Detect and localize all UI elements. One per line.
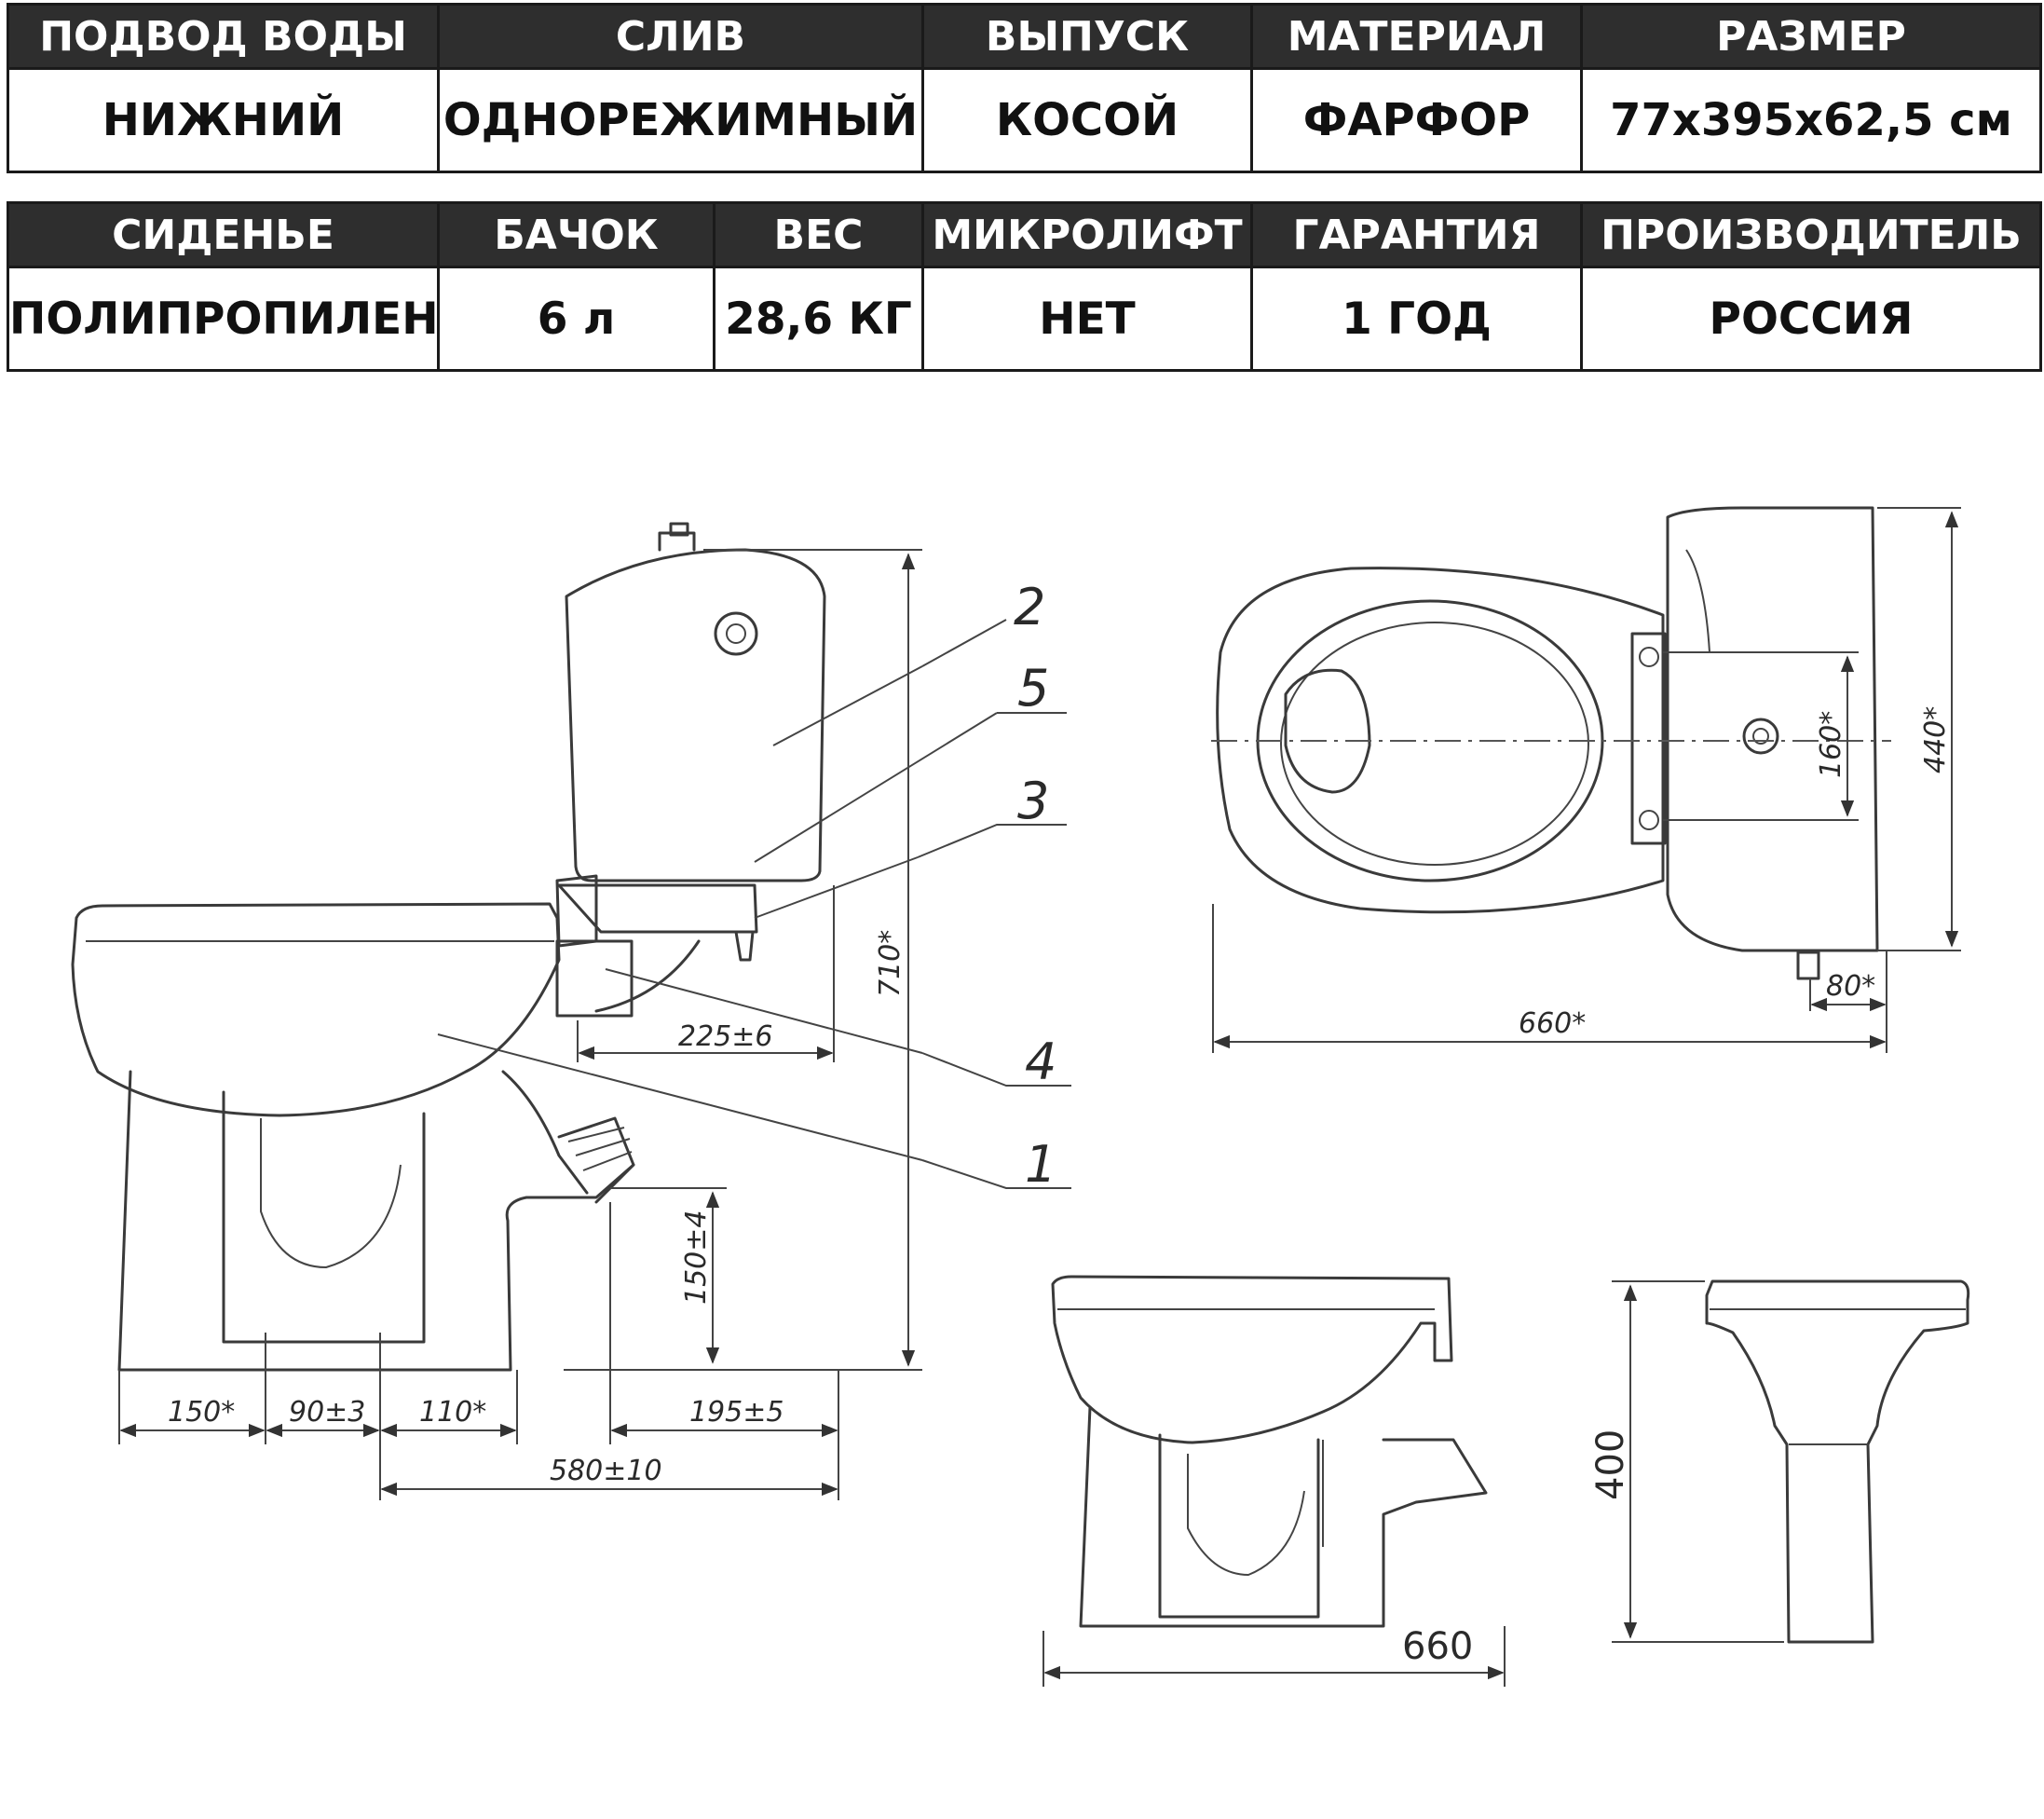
header-outlet: ВЫПУСК bbox=[921, 3, 1253, 70]
specs-value-row: ПОЛИПРОПИЛЕН 6 л 28,6 КГ НЕТ 1 ГОД РОССИ… bbox=[7, 266, 2042, 372]
value-manufacturer: РОССИЯ bbox=[1580, 266, 2042, 372]
specs-header-row: СИДЕНЬЕ БАЧОК ВЕС МИКРОЛИФТ ГАРАНТИЯ ПРО… bbox=[7, 201, 2042, 268]
dim-inlet-80: 80* bbox=[1826, 970, 1875, 1003]
header-material: МАТЕРИАЛ bbox=[1250, 3, 1583, 70]
value-seat: ПОЛИПРОПИЛЕН bbox=[7, 266, 440, 372]
specs-table-bottom: СИДЕНЬЕ БАЧОК ВЕС МИКРОЛИФТ ГАРАНТИЯ ПРО… bbox=[7, 201, 2042, 372]
side-tank bbox=[565, 548, 826, 882]
header-flush: СЛИВ bbox=[437, 3, 924, 70]
header-warranty: ГАРАНТИЯ bbox=[1250, 201, 1583, 268]
front-side-view: 660 bbox=[1042, 1275, 1506, 1687]
callout-2: 2 bbox=[1014, 578, 1045, 636]
callout-4: 4 bbox=[1025, 1033, 1056, 1091]
dim-bolts-90: 90±3 bbox=[289, 1396, 365, 1429]
dim-width-440: 440* bbox=[1919, 706, 1952, 773]
header-size: РАЗМЕР bbox=[1580, 3, 2042, 70]
header-microlift: МИКРОЛИФТ bbox=[921, 201, 1253, 268]
dim-height-710: 710* bbox=[874, 930, 906, 997]
header-water-supply: ПОДВОД ВОДЫ bbox=[7, 3, 440, 70]
side-view: 2 5 3 4 1 710* 225±6 150±4 150* 90±3 bbox=[71, 522, 1071, 1500]
header-seat: СИДЕНЬЕ bbox=[7, 201, 440, 268]
dim-length-660-top: 660* bbox=[1519, 1007, 1586, 1040]
value-warranty: 1 ГОД bbox=[1250, 266, 1583, 372]
side-outlet bbox=[501, 1070, 589, 1195]
dim-outlet-back-195: 195±5 bbox=[689, 1396, 784, 1429]
front-view: 400 bbox=[1589, 1279, 1970, 1644]
specs-value-row: НИЖНИЙ ОДНОРЕЖИМНЫЙ КОСОЙ ФАРФОР 77х395х… bbox=[7, 67, 2042, 173]
side-bowl bbox=[71, 902, 561, 1117]
dim-length-660: 660 bbox=[1402, 1625, 1473, 1668]
callout-5: 5 bbox=[1017, 659, 1049, 718]
top-view: 160* 440* 660* 80* bbox=[1211, 506, 1961, 1053]
header-tank: БАЧОК bbox=[437, 201, 715, 268]
dim-mid-110: 110* bbox=[419, 1396, 486, 1429]
dim-holes-160: 160* bbox=[1815, 711, 1847, 778]
specs-header-row: ПОДВОД ВОДЫ СЛИВ ВЫПУСК МАТЕРИАЛ РАЗМЕР bbox=[7, 3, 2042, 70]
dim-tank-225: 225±6 bbox=[678, 1020, 772, 1053]
value-material: ФАРФОР bbox=[1250, 67, 1583, 173]
callout-3: 3 bbox=[1017, 772, 1049, 830]
header-weight: ВЕС bbox=[713, 201, 924, 268]
value-microlift: НЕТ bbox=[921, 266, 1253, 372]
value-weight: 28,6 КГ bbox=[713, 266, 924, 372]
header-manufacturer: ПРОИЗВОДИТЕЛЬ bbox=[1580, 201, 2042, 268]
value-outlet: КОСОЙ bbox=[921, 67, 1253, 173]
top-bowl-rim bbox=[1216, 567, 1665, 914]
side-pedestal bbox=[117, 1070, 635, 1372]
dim-height-400: 400 bbox=[1589, 1429, 1632, 1500]
value-size: 77х395х62,5 см bbox=[1580, 67, 2042, 173]
callout-1: 1 bbox=[1025, 1135, 1056, 1194]
dim-total-580: 580±10 bbox=[550, 1455, 662, 1487]
value-flush: ОДНОРЕЖИМНЫЙ bbox=[437, 67, 924, 173]
dim-outlet-150: 150±4 bbox=[680, 1210, 713, 1305]
top-tank bbox=[1666, 506, 1879, 952]
value-water-supply: НИЖНИЙ bbox=[7, 67, 440, 173]
specs-table-top: ПОДВОД ВОДЫ СЛИВ ВЫПУСК МАТЕРИАЛ РАЗМЕР … bbox=[7, 3, 2042, 173]
dim-front-150: 150* bbox=[168, 1396, 235, 1429]
value-tank: 6 л bbox=[437, 266, 715, 372]
